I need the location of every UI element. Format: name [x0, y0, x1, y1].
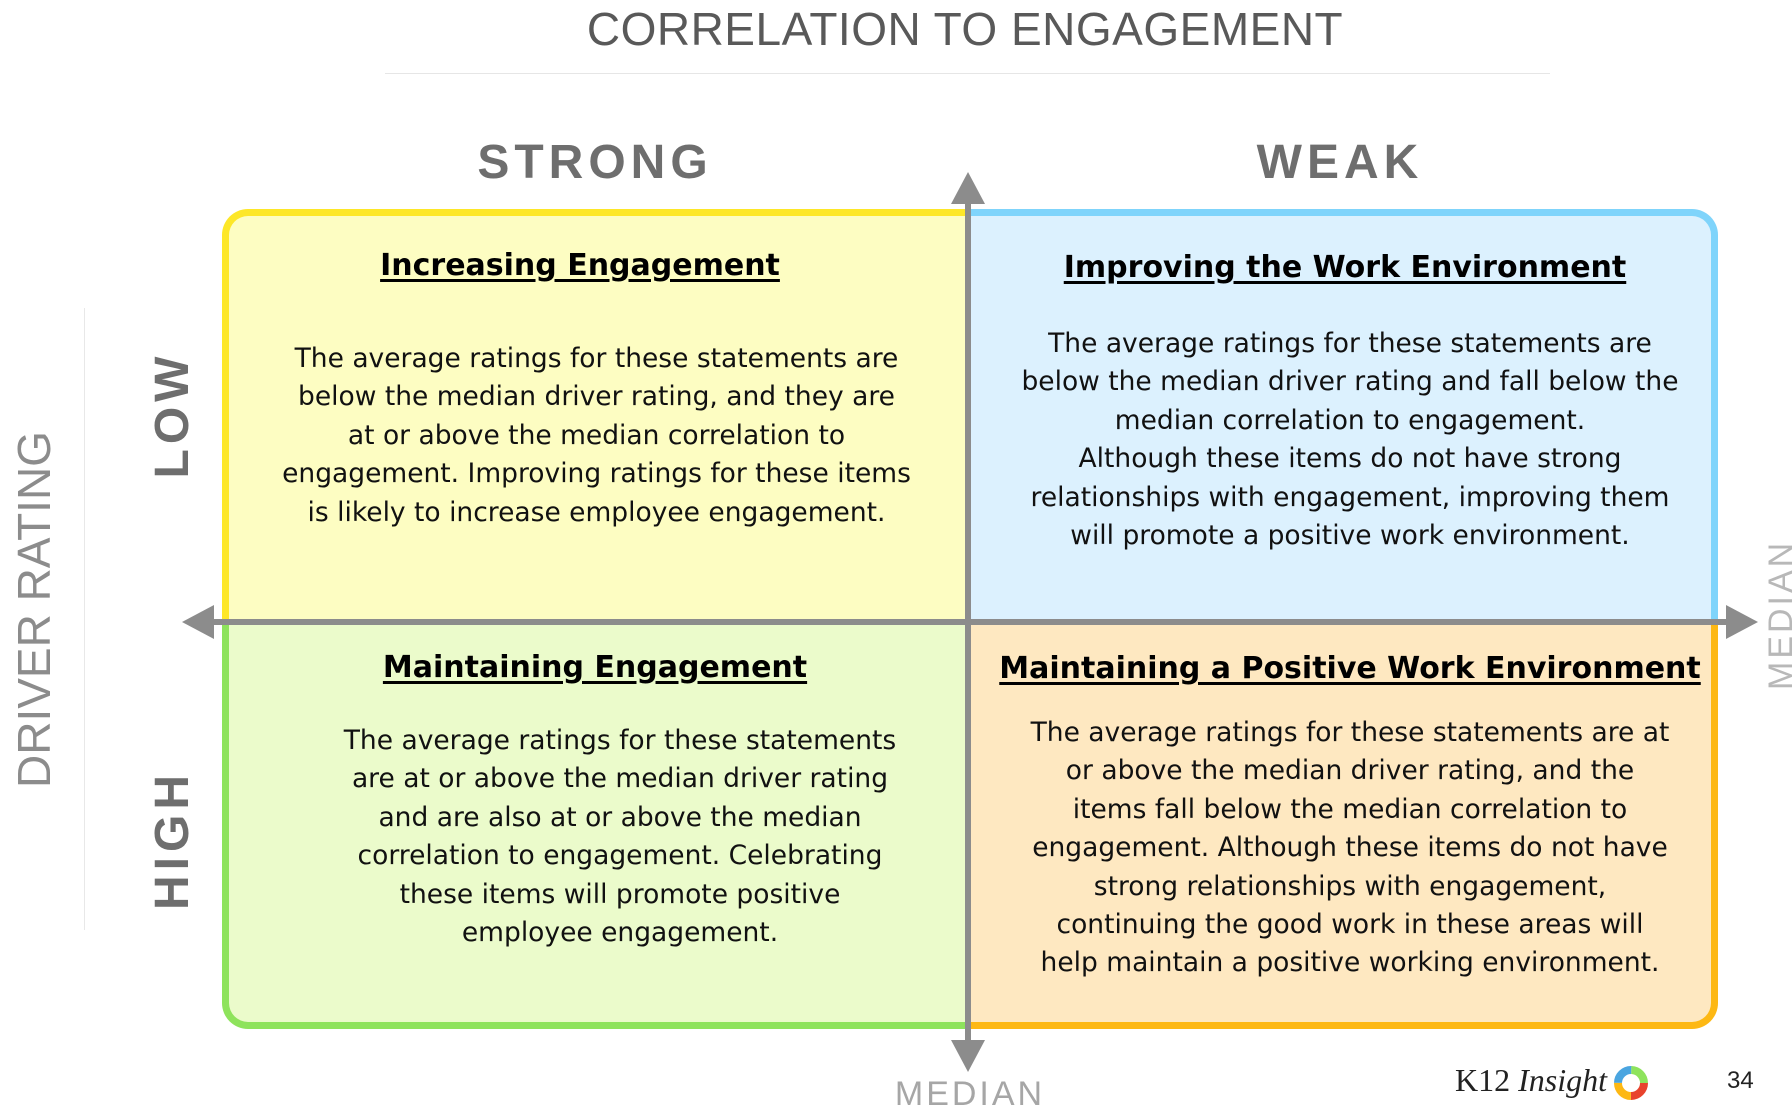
column-header-weak: WEAK	[1256, 136, 1424, 189]
arrow-left-icon	[182, 605, 214, 639]
quadrant-increasing-engagement	[222, 209, 969, 624]
arrow-up-icon	[951, 172, 985, 204]
body-maintaining-engagement: The average ratings for these statements…	[343, 725, 897, 949]
body-improving-work-environment: The average ratings for these statements…	[1021, 328, 1679, 552]
median-label-right: MEDIAN	[1762, 539, 1792, 690]
y-axis-divider	[84, 308, 85, 930]
body-maintaining-positive-work-environment: The average ratings for these statements…	[1030, 717, 1670, 979]
heading-maintaining-positive-work-environment: Maintaining a Positive Work Environment	[999, 651, 1701, 686]
slide-title: CORRELATION TO ENGAGEMENT	[586, 3, 1344, 55]
quadrant-maintaining-engagement	[222, 624, 969, 1029]
heading-improving-work-environment: Improving the Work Environment	[1063, 250, 1627, 285]
median-label-bottom: MEDIAN	[894, 1075, 1046, 1113]
quadrant-maintaining-positive-work-environment	[969, 624, 1718, 1029]
brand-wordmark: K12 Insight	[1455, 1062, 1607, 1098]
title-divider	[385, 73, 1550, 74]
quadrant-improving-work-environment	[969, 209, 1718, 624]
heading-increasing-engagement: Increasing Engagement	[380, 248, 780, 283]
k12-insight-logo-icon	[1614, 1066, 1648, 1100]
arrow-down-icon	[951, 1040, 985, 1072]
heading-maintaining-engagement: Maintaining Engagement	[382, 650, 808, 685]
arrow-right-icon	[1726, 605, 1758, 639]
column-header-strong: STRONG	[477, 136, 713, 189]
page-number: 34	[1727, 1067, 1754, 1094]
body-increasing-engagement: The average ratings for these statements…	[282, 343, 911, 528]
